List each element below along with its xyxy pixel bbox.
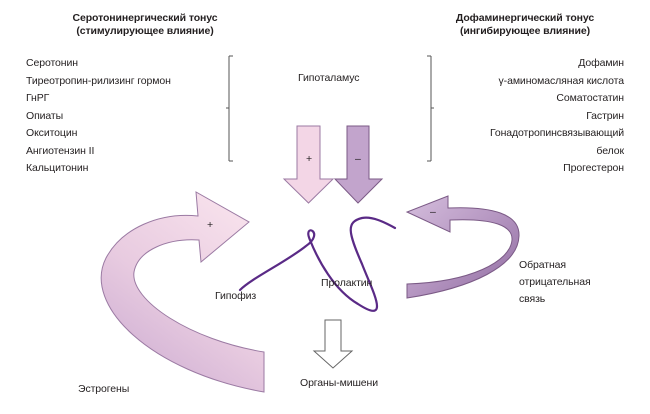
left-header: Серотонинергический тонус (стимулирующее…: [30, 12, 260, 38]
prolactin-curve: [238, 216, 397, 312]
inhibiting-factors-list: Дофамин γ-аминомасляная кислота Соматост…: [490, 55, 624, 178]
estrogens-label: Эстрогены: [78, 383, 130, 395]
stimulating-arrow: [282, 125, 335, 204]
left-header-line2: (стимулирующее влияние): [76, 25, 214, 37]
list-item: Окситоцин: [26, 127, 78, 139]
list-item: белок: [596, 144, 624, 157]
list-item: Серотонин: [26, 57, 78, 69]
feedback-label: Обратная отрицательная связь: [519, 257, 591, 308]
estrogen-curved-arrow: [100, 191, 265, 393]
prolactin-label: Пролактин: [321, 277, 373, 289]
minus-sign-feedback: –: [430, 206, 436, 218]
stimulating-factors-list: Серотонин Тиреотропин-рилизинг гормон Гн…: [26, 55, 171, 178]
hypothalamus-label: Гипоталамус: [298, 72, 360, 84]
feedback-label-line1: Обратная: [519, 259, 566, 271]
target-organs-label: Органы-мишени: [300, 377, 378, 389]
right-header-line1: Дофаминергический тонус: [455, 12, 595, 24]
inhibiting-arrow: [333, 125, 384, 204]
list-item: Соматостатин: [556, 92, 624, 104]
right-header-line2: (ингибирующее влияние): [459, 25, 591, 37]
minus-sign-inhibiting: –: [355, 153, 361, 165]
list-item: Опиаты: [26, 109, 64, 122]
feedback-curved-arrow: [405, 195, 520, 299]
list-item: Гастрин: [586, 109, 624, 122]
list-item: Ангиотензин II: [26, 144, 95, 157]
left-header-line1: Серотонинергический тонус: [72, 12, 218, 24]
plus-sign-estrogen: +: [207, 219, 214, 231]
list-item: γ-аминомасляная кислота: [498, 74, 625, 87]
feedback-label-line3: связь: [519, 293, 546, 305]
list-item: Кальцитонин: [26, 162, 89, 174]
right-header: Дофаминергический тонус (ингибирующее вл…: [420, 12, 630, 38]
feedback-label-line2: отрицательная: [519, 276, 591, 288]
list-item: ГнРГ: [26, 92, 50, 104]
list-item: Тиреотропин-рилизинг гормон: [26, 74, 171, 87]
list-item: Дофамин: [578, 57, 624, 69]
right-bracket: [427, 55, 434, 162]
target-organs-arrow: [312, 319, 354, 369]
pituitary-label: Гипофиз: [215, 290, 257, 302]
list-item: Гонадотропинсвязывающий: [489, 127, 624, 139]
plus-sign-stimulating: +: [306, 153, 313, 165]
list-item: Прогестерон: [563, 162, 624, 174]
left-bracket: [226, 55, 233, 162]
